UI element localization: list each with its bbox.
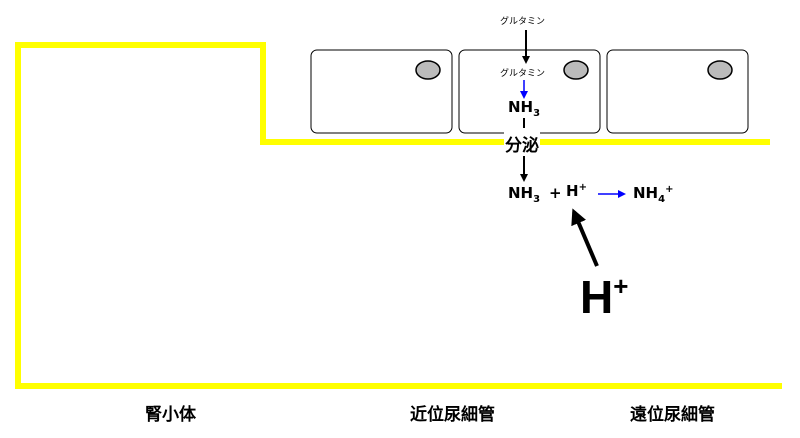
- cell-3: [606, 49, 749, 134]
- nh3-cell-label: NH3: [508, 98, 541, 119]
- region-label-proximal-tubule: 近位尿細管: [410, 405, 495, 425]
- glutamine-label-outside: グルタミン: [500, 17, 546, 27]
- glutamine-label-inside: グルタミン: [500, 69, 546, 79]
- nucleus-icon: [415, 60, 441, 80]
- cell-1: [310, 49, 453, 134]
- cell-2: [458, 49, 601, 134]
- nucleus-icon: [707, 60, 733, 80]
- region-label-glomerulus: 腎小体: [145, 405, 196, 425]
- nh3-lumen-label: NH3: [508, 184, 541, 205]
- h-plus-small-label: H+: [566, 182, 587, 200]
- region-label-distal-tubule: 遠位尿細管: [630, 405, 715, 425]
- nucleus-icon: [563, 60, 589, 80]
- plus-sign: +: [549, 184, 562, 202]
- h-plus-large-label: H+: [580, 270, 629, 323]
- secretion-label: 分泌: [504, 131, 540, 156]
- nh4-plus-label: NH4+: [633, 184, 674, 205]
- arrow-h-plus: [571, 208, 599, 267]
- tubule-upper-wall: [15, 42, 782, 389]
